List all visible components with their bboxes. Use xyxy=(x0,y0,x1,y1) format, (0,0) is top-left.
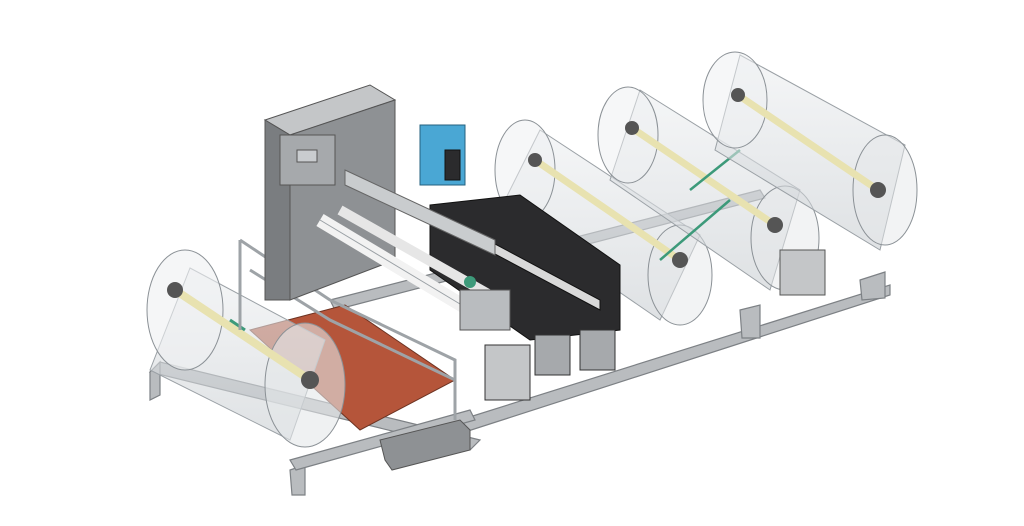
rewind-rolls xyxy=(494,51,918,326)
hmi-screen xyxy=(296,149,318,163)
slitting-rollers xyxy=(316,169,511,331)
motor-boxes xyxy=(484,329,616,401)
motor-box-right xyxy=(779,249,826,296)
step-plate xyxy=(379,419,471,471)
control-panel xyxy=(279,134,336,186)
unwind-roll-left xyxy=(146,249,346,448)
rewind-roll-3 xyxy=(702,51,918,251)
rewind-roll-1 xyxy=(494,119,713,326)
